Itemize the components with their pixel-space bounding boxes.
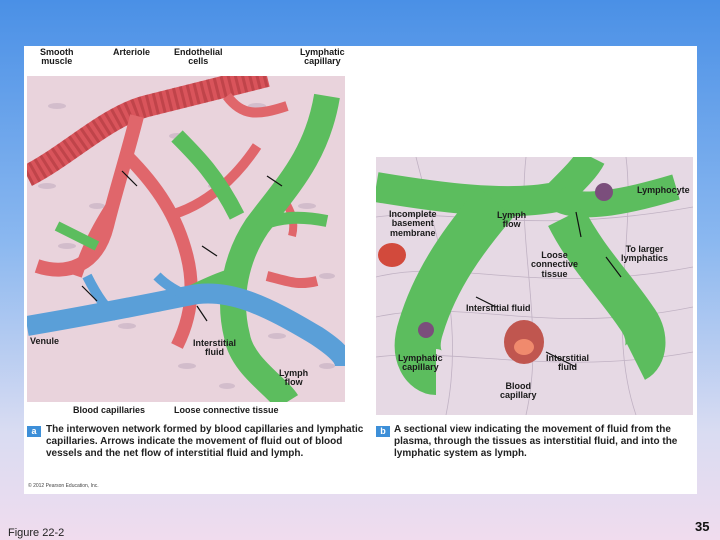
lymphocyte-cell (595, 183, 613, 201)
label-blood-capillaries: Blood capillaries (73, 405, 146, 415)
slide-number: 35 (695, 519, 710, 534)
panel-a-illustration (27, 76, 345, 402)
copyright-text: © 2012 Pearson Education, Inc. (28, 483, 99, 489)
label-interstitial-fluid-b-top: Interstitial fluid (466, 303, 531, 313)
lymphatic-capillary-vessel (220, 93, 340, 402)
panel-a-drawing (27, 76, 345, 402)
figure-number: Figure 22-2 (8, 527, 65, 539)
caption-a: The interwoven network formed by blood c… (46, 424, 364, 459)
panel-a-tag: a (27, 426, 41, 437)
flow-arrows-b (475, 211, 622, 368)
label-venule: Venule (30, 336, 60, 346)
panel-b-illustration (376, 157, 693, 415)
panel-b-tag: b (376, 426, 390, 437)
label-loose-connective-a: Loose connective tissue (174, 405, 279, 415)
caption-b: A sectional view indicating the movement… (394, 424, 678, 459)
blood-capillary-2 (122, 151, 198, 349)
red-blood-cell-1 (378, 243, 406, 267)
blood-capillary-1 (34, 114, 144, 277)
flow-arrows (81, 170, 283, 322)
panel-b-drawing (376, 157, 693, 415)
label-arteriole: Arteriole (113, 47, 151, 57)
label-lymphocyte: Lymphocyte (637, 185, 690, 195)
lymph-vessel-b (376, 157, 605, 217)
venule-vessel (27, 283, 345, 368)
